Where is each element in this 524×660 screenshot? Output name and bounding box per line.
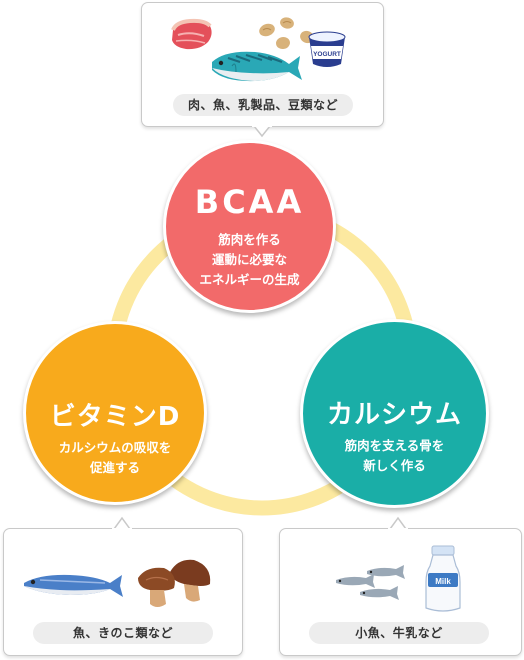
calcium-foods-label: 小魚、牛乳など <box>309 622 489 644</box>
vitamin-d-description: カルシウムの吸収を 促進する <box>58 440 172 475</box>
calcium-title: カルシウム <box>326 400 462 430</box>
calcium-node: カルシウム 筋肉を支える骨を 新しく作る <box>300 319 489 508</box>
vitamin-d-node: ビタミンD カルシウムの吸収を 促進する <box>23 321 207 505</box>
yogurt-label-text: YOGURT <box>313 51 341 58</box>
bcaa-description: 筋肉を作る 運動に必要な エネルギーの生成 <box>199 232 300 287</box>
bcaa-foods-label: 肉、魚、乳製品、豆類など <box>173 94 353 116</box>
milk-label-text: Milk <box>435 577 451 586</box>
bcaa-node: BCAA 筋肉を作る 運動に必要な エネルギーの生成 <box>163 140 336 313</box>
bcaa-title: BCAA <box>194 183 305 221</box>
vitamin-d-title: ビタミンD <box>49 402 181 432</box>
calcium-description: 筋肉を支える骨を 新しく作る <box>344 438 445 473</box>
vitamin-d-foods-label: 魚、きのこ類など <box>33 622 213 644</box>
